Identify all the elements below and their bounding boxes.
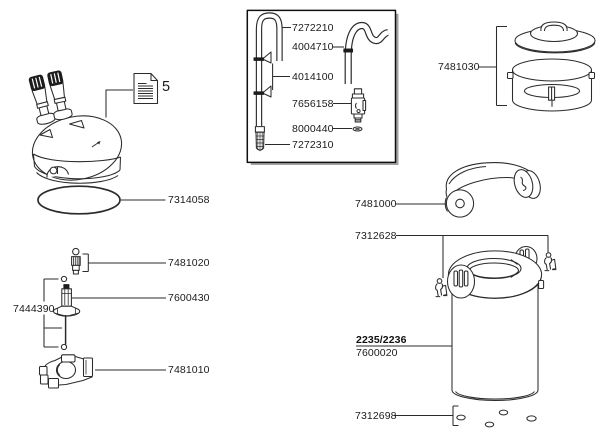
part-label-clips: 7312628	[355, 229, 397, 242]
hose-tap-right-icon	[47, 70, 73, 121]
intake-pipe-drawing	[253, 12, 283, 126]
part-label-model: 2235/2236	[356, 334, 407, 346]
pump-head-drawing	[28, 70, 123, 184]
small-o-ring-drawing	[352, 126, 363, 132]
plug-drawing	[71, 247, 81, 275]
parts-box	[246, 9, 399, 165]
part-label-handle: 7481000	[355, 198, 397, 210]
leader-line	[105, 89, 133, 118]
pump-cover-drawing	[38, 354, 94, 389]
manual-icon	[133, 72, 159, 105]
canister-drawing	[435, 245, 557, 428]
part-label-plug: 7481020	[168, 257, 210, 269]
box-shadow	[250, 162, 399, 165]
canister-feet	[456, 409, 537, 428]
hose-tap-left-icon	[28, 74, 56, 125]
outlet-elbow-drawing	[343, 21, 390, 84]
feet-bracket	[394, 405, 459, 427]
clips-leader	[396, 234, 549, 278]
part-label-pump-cover: 7481010	[168, 364, 210, 376]
part-label-impeller: 7600430	[168, 292, 210, 304]
part-label-media-container: 7481030	[438, 61, 480, 73]
part-label-check-valve: 7656158	[292, 98, 334, 110]
clip-left-drawing	[435, 278, 448, 298]
box-shadow	[395, 13, 399, 165]
part-label-sealing-ring: 7314058	[168, 194, 210, 206]
impeller-drawing	[52, 284, 81, 345]
part-label-outlet-elbow: 4004710	[292, 41, 334, 53]
shaft-bracket	[43, 278, 62, 348]
part-label-instruction-ref: 5	[162, 79, 171, 95]
leader-line	[82, 253, 166, 273]
media-container-drawing	[506, 21, 596, 112]
media-container-bracket	[479, 25, 507, 107]
check-valve-drawing	[350, 88, 367, 123]
leader-line	[272, 63, 290, 90]
part-label-strainer: 7272310	[292, 139, 334, 151]
part-label-shaft-bushings: 7444390	[13, 302, 55, 315]
part-label-intake-pipe: 7272210	[292, 22, 334, 34]
sealing-ring-drawing	[37, 185, 121, 215]
handle-drawing	[444, 162, 541, 218]
shaft-bushings-drawing	[60, 275, 68, 351]
rim-flange-front	[446, 264, 476, 299]
strainer-drawing	[254, 126, 265, 152]
part-label-small-o-ring: 8000440	[292, 122, 334, 135]
part-label-rubber-feet: 7312698	[355, 409, 397, 422]
clip-right-drawing	[544, 252, 557, 272]
part-label-intake-extension: 4014100	[292, 70, 334, 83]
part-label-canister: 7600020	[356, 346, 398, 359]
